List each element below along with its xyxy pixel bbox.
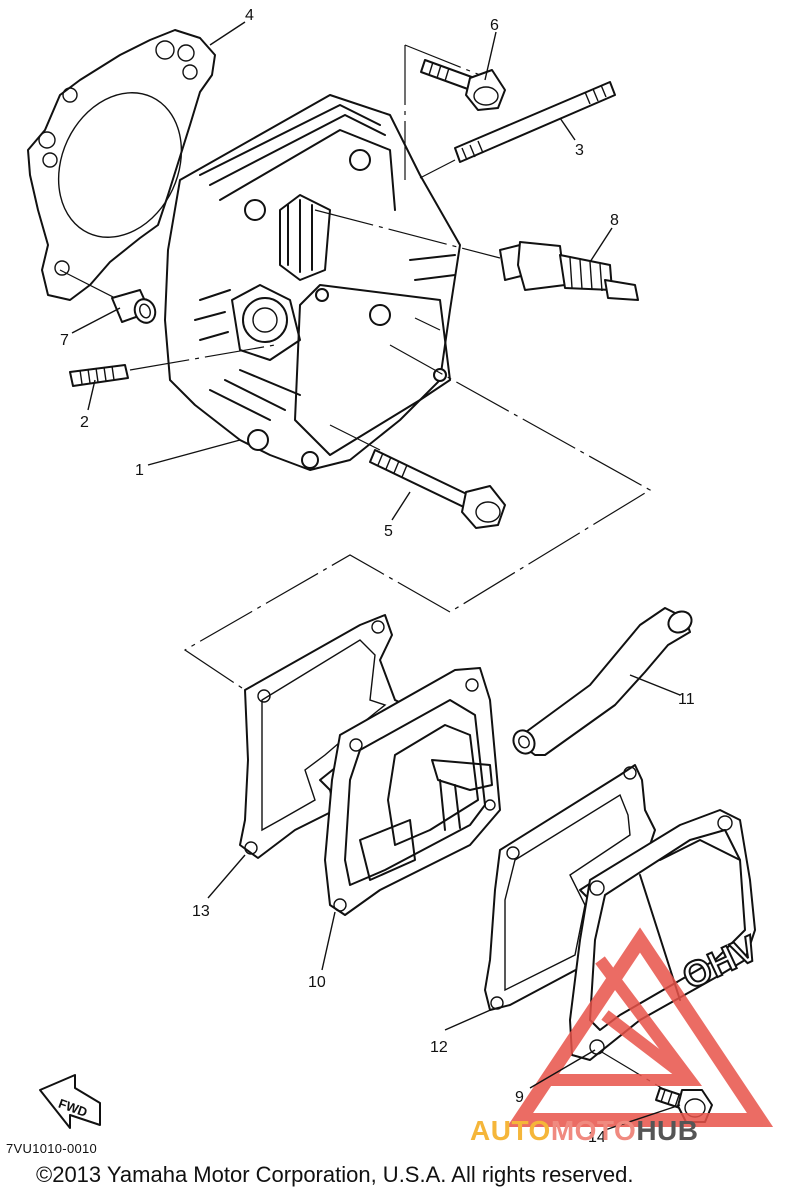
assembly-guide-lines (59, 44, 666, 1091)
callout-3: 3 (575, 142, 584, 159)
spark-plug (499, 241, 639, 301)
callout-labels: 4 6 3 8 7 2 1 5 11 13 10 12 9 14 (60, 7, 695, 1146)
callout-12: 12 (430, 1039, 448, 1056)
watermark-auto: AUTO (470, 1115, 551, 1146)
diagram-code: 7VU1010-0010 (6, 1141, 98, 1156)
flange-bolt-long (369, 449, 506, 529)
watermark-text: AUTOMOTOHUB (470, 1115, 698, 1147)
dowel-pin (111, 289, 157, 324)
callout-14: 14 (588, 1129, 606, 1146)
flange-bolt-short (420, 59, 506, 111)
long-stud-bolt (454, 81, 616, 163)
callout-4: 4 (245, 7, 254, 24)
watermark-logo (506, 927, 774, 1127)
fwd-arrow-icon: FWD (39, 1074, 101, 1129)
breather-plate (324, 667, 501, 916)
callout-1: 1 (135, 462, 144, 479)
head-gasket (27, 29, 216, 301)
callout-13: 13 (192, 903, 210, 920)
callout-11: 11 (678, 691, 695, 708)
callout-5: 5 (384, 523, 393, 540)
callout-9: 9 (515, 1089, 524, 1106)
breather-hose (512, 607, 693, 756)
watermark-hub: HUB (636, 1115, 699, 1146)
watermark-moto: MOTO (550, 1115, 637, 1146)
callout-2: 2 (80, 414, 89, 431)
cover-gasket-inner (239, 614, 406, 859)
callout-10: 10 (308, 974, 326, 991)
copyright-notice: ©2013 Yamaha Motor Corporation, U.S.A. A… (36, 1162, 634, 1187)
stud-bolt (69, 364, 129, 387)
leader-lines (71, 21, 681, 1131)
callout-8: 8 (610, 212, 619, 229)
cylinder-head (164, 94, 461, 471)
callout-6: 6 (490, 17, 499, 34)
callout-7: 7 (60, 332, 69, 349)
